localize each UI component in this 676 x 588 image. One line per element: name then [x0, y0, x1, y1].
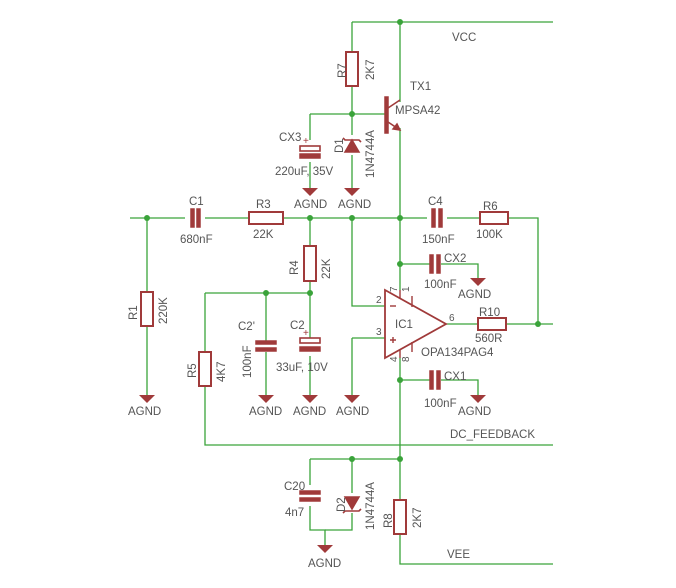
- cx3-value: 220uF, 35V: [275, 166, 334, 178]
- npn-transistor-tx1: [384, 96, 402, 134]
- agnd-label-cx2: AGND: [458, 289, 491, 301]
- ic1-value: OPA134PAG4: [421, 347, 494, 359]
- d2-ref: D2: [336, 497, 348, 512]
- tx1-ref: TX1: [410, 81, 431, 93]
- capacitor-c2-prime: [255, 340, 277, 352]
- ic1-ref: IC1: [395, 319, 413, 331]
- r8-ref: R8: [383, 513, 395, 528]
- c1-value: 680nF: [180, 234, 213, 246]
- c2-value: 33uF, 10V: [276, 362, 328, 374]
- c2-prime-ref: C2': [238, 321, 255, 333]
- r7-ref: R7: [337, 63, 349, 78]
- resistor-r3: [248, 211, 284, 225]
- pin-label-2: 2: [376, 295, 382, 306]
- pin-label-4: 4: [389, 356, 400, 362]
- junction-dots: [144, 19, 541, 462]
- capacitor-c20: [299, 490, 321, 502]
- cx2-value: 100nF: [424, 279, 457, 291]
- d2-value: 1N4744A: [365, 482, 377, 530]
- r4-value: 22K: [321, 258, 333, 279]
- agnd-label-ic1: AGND: [336, 406, 369, 418]
- svg-text:+: +: [303, 136, 309, 147]
- ground-symbols: [139, 180, 486, 553]
- pin-label-8: 8: [401, 356, 412, 362]
- cx1-value: 100nF: [424, 398, 457, 410]
- net-label-vcc: VCC: [452, 32, 476, 44]
- r6-value: 100K: [476, 229, 503, 241]
- capacitor-cx1: [429, 370, 441, 390]
- c2-prime-value: 100nF: [242, 345, 254, 378]
- resistor-r10: [477, 317, 507, 331]
- d1-ref: D1: [334, 138, 346, 153]
- resistor-r4: [303, 245, 317, 282]
- resistor-r6: [479, 211, 509, 225]
- c2-ref: C2: [290, 320, 305, 332]
- zener-diode-d1: [342, 137, 362, 153]
- capacitor-c1: [190, 208, 201, 228]
- d1-value: 1N4744A: [365, 130, 377, 178]
- resistor-r1: [140, 291, 154, 327]
- svg-text:+: +: [303, 328, 309, 339]
- resistor-r8: [393, 499, 407, 535]
- agnd-label-d1: AGND: [338, 199, 371, 211]
- c1-ref: C1: [189, 196, 204, 208]
- net-label-vee: VEE: [447, 549, 470, 561]
- agnd-label-cx1: AGND: [458, 406, 491, 418]
- r4-ref: R4: [289, 260, 301, 275]
- resistor-r5: [198, 351, 212, 387]
- r1-value: 220K: [158, 297, 170, 324]
- tx1-value: MPSA42: [395, 105, 440, 117]
- pin-label-6: 6: [449, 313, 455, 324]
- agnd-label-c20: AGND: [308, 558, 341, 570]
- op-amp-ic1: [384, 288, 448, 360]
- capacitor-c4: [431, 208, 443, 228]
- electrolytic-capacitor-cx3: +: [299, 136, 321, 159]
- cx1-ref: CX1: [444, 371, 466, 383]
- pin-label-1: 1: [401, 286, 412, 292]
- cx2-ref: CX2: [444, 253, 466, 265]
- r3-value: 22K: [253, 229, 274, 241]
- agnd-label-r1: AGND: [128, 406, 161, 418]
- pin-label-7: 7: [389, 286, 400, 292]
- r5-ref: R5: [187, 363, 199, 378]
- c20-ref: C20: [284, 481, 305, 493]
- r1-ref: R1: [128, 305, 140, 320]
- r6-ref: R6: [483, 201, 498, 213]
- r10-value: 560R: [475, 333, 503, 345]
- r5-value: 4K7: [216, 362, 228, 382]
- r3-ref: R3: [256, 199, 271, 211]
- capacitor-cx2: [429, 254, 441, 274]
- net-label-dc-feedback: DC_FEEDBACK: [450, 429, 535, 441]
- agnd-label-c2-prime: AGND: [249, 406, 282, 418]
- agnd-label-cx3: AGND: [294, 199, 327, 211]
- r7-value: 2K7: [365, 60, 377, 80]
- agnd-label-c2: AGND: [293, 406, 326, 418]
- cx3-ref: CX3: [279, 132, 301, 144]
- c4-ref: C4: [428, 196, 443, 208]
- r10-ref: R10: [479, 307, 500, 319]
- c20-value: 4n7: [285, 507, 304, 519]
- zener-diode-d2: [342, 496, 362, 514]
- resistor-r7: [345, 51, 359, 87]
- pin-label-3: 3: [376, 327, 382, 338]
- r8-value: 2K7: [412, 508, 424, 528]
- c4-value: 150nF: [422, 234, 455, 246]
- electrolytic-capacitor-c2: +: [299, 328, 321, 352]
